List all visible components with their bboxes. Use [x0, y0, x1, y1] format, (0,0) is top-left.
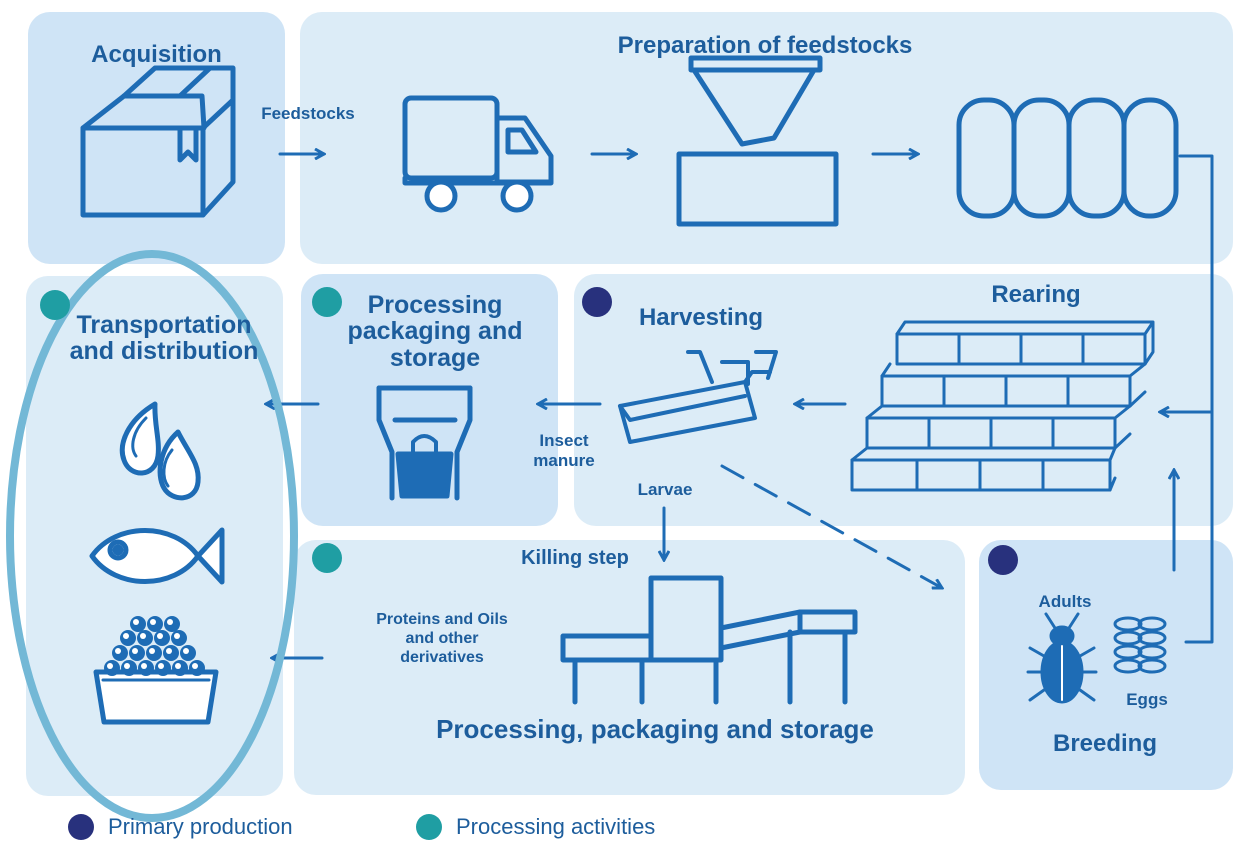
- harvesting-title: Harvesting: [638, 304, 764, 331]
- processing-dot-transport: [40, 290, 70, 320]
- proteins-oils-label: Proteins and Oils and other derivatives: [352, 610, 532, 668]
- packaging-bucket-icon: [376, 385, 473, 501]
- droplets-icon: [119, 401, 201, 501]
- acquisition-panel: [28, 12, 285, 264]
- killing-panel: [294, 540, 965, 795]
- legend-primary-label: Primary production: [108, 814, 293, 839]
- eggs-label: Eggs: [1126, 690, 1168, 709]
- feedstocks-label: Feedstocks: [261, 104, 355, 123]
- transport-title-line1: Transportation: [76, 311, 252, 339]
- harvest-rearing-panel: [574, 274, 1233, 526]
- rearing-crates-icon: [850, 320, 1155, 492]
- breeding-panel: [979, 540, 1233, 790]
- fish-icon: [89, 527, 225, 585]
- processing-small-title: Processing packaging and storage: [345, 292, 525, 371]
- proteins-oils-line3: derivatives: [400, 649, 484, 667]
- eggs-icon: [1113, 616, 1167, 674]
- insect-manure-line1: Insect: [539, 431, 589, 450]
- box-icon: [80, 65, 236, 218]
- legend-processing: Processing activities: [416, 812, 655, 842]
- primary-dot-breeding: [988, 545, 1018, 575]
- killing-title: Killing step: [521, 547, 629, 569]
- preparation-title: Preparation of feedstocks: [617, 32, 913, 59]
- harvesting-conveyor-icon: [618, 350, 778, 444]
- larvae-label: Larvae: [637, 480, 693, 499]
- legend-primary: Primary production: [68, 812, 293, 842]
- legend-processing-label: Processing activities: [456, 814, 656, 839]
- adults-label: Adults: [1038, 592, 1092, 611]
- killing-machine-icon: [560, 575, 858, 705]
- breeding-title: Breeding: [1052, 730, 1157, 757]
- processing-bottom-title: Processing, packaging and storage: [436, 714, 874, 744]
- processing-dot-packaging: [312, 287, 342, 317]
- truck-icon: [402, 95, 554, 213]
- transport-title-line2: and distribution: [69, 337, 259, 366]
- legend-primary-dot: [68, 814, 94, 840]
- beetle-icon: [1026, 612, 1098, 704]
- rearing-title: Rearing: [991, 281, 1081, 308]
- processing-small-title-line2: packaging and: [347, 317, 523, 346]
- legend-processing-dot: [416, 814, 442, 840]
- acquisition-title: Acquisition: [91, 41, 222, 68]
- processing-small-title-line1: Processing: [367, 291, 503, 319]
- highlight-ellipse: [6, 250, 298, 822]
- transport-title: Transportation and distribution: [44, 312, 284, 365]
- processing-dot-killing: [312, 543, 342, 573]
- pet-food-bowl-icon: [93, 669, 219, 725]
- silos-icon: [956, 97, 1179, 219]
- proteins-oils-line1: Proteins and Oils: [376, 611, 508, 628]
- primary-dot-harvesting: [582, 287, 612, 317]
- processing-small-title-line3: storage: [389, 343, 481, 372]
- insect-manure-line2: manure: [533, 451, 595, 471]
- hopper-icon: [676, 55, 839, 227]
- proteins-oils-line2: and other: [405, 630, 479, 648]
- insect-manure-label: Insect manure: [520, 431, 608, 472]
